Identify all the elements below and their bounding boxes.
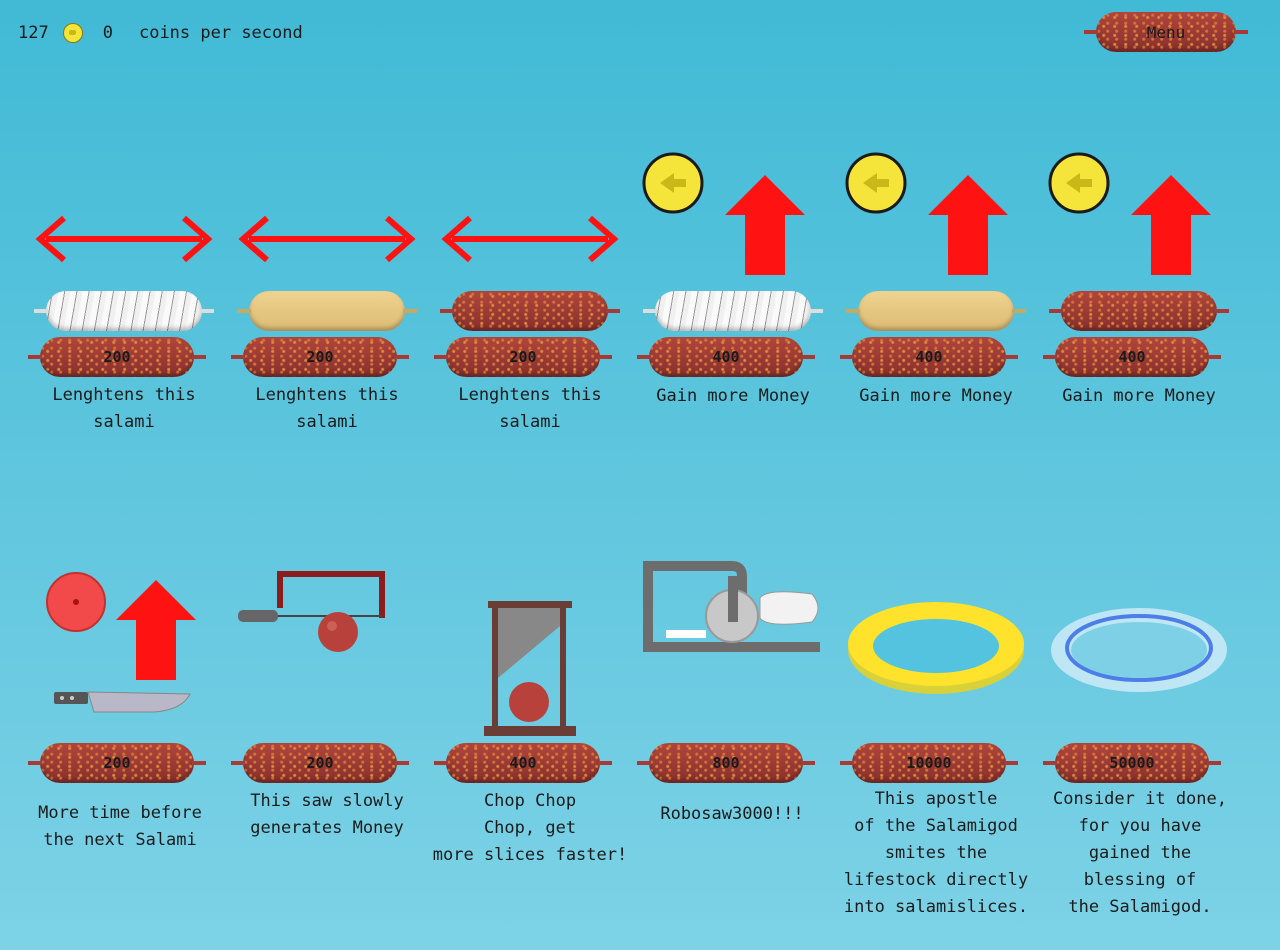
upgrade-description: Gain more Money [859, 386, 1013, 406]
coins-per-second-value: 0 [102, 23, 113, 43]
menu-button-label: Menu [1146, 22, 1186, 42]
price-label: 50000 [1109, 754, 1155, 772]
coin-up-arrow-icon [642, 152, 805, 275]
upgrade-description: Robosaw3000!!! [660, 804, 804, 824]
hacksaw-icon [238, 571, 385, 652]
salami-preview-beige [237, 291, 417, 331]
menu-button[interactable]: Menu [1084, 12, 1248, 52]
price-label: 400 [509, 754, 537, 772]
double-arrow-icon [35, 215, 213, 263]
salami-preview-red [1049, 291, 1229, 331]
coins-per-second-label: coins per second [138, 23, 303, 43]
price-label: 800 [712, 754, 740, 772]
upgrade-buy-button[interactable]: 200 [231, 337, 409, 377]
salami-preview-white [34, 291, 214, 331]
upgrade-buy-button[interactable]: 400 [637, 337, 815, 377]
upgrade-buy-button[interactable]: 200 [28, 337, 206, 377]
hud: 127 0 coins per second [18, 20, 303, 46]
upgrade-buy-button[interactable]: 800 [637, 743, 815, 783]
price-label: 400 [915, 348, 943, 366]
salami-preview-red [440, 291, 620, 331]
upgrade-buy-button[interactable]: 400 [1043, 337, 1221, 377]
coin-up-arrow-icon [1048, 152, 1211, 275]
salami-preview-white [643, 291, 823, 331]
upgrade-buy-button[interactable]: 400 [840, 337, 1018, 377]
upgrade-description: Gain more Money [656, 386, 810, 406]
upgrade-description: This apostle of the Salamigod smites the… [843, 789, 1029, 917]
upgrade-description: Gain more Money [1062, 386, 1216, 406]
yellow-ring-icon [848, 602, 1024, 694]
price-label: 200 [306, 754, 334, 772]
price-label: 200 [306, 348, 334, 366]
upgrade-description: Lenghtens this salami [458, 385, 602, 432]
price-label: 200 [103, 754, 131, 772]
price-label: 400 [712, 348, 740, 366]
upgrade-description: This saw slowly generates Money [250, 791, 404, 838]
upgrade-description: Lenghtens this salami [255, 385, 399, 432]
upgrade-buy-button[interactable]: 10000 [840, 743, 1018, 783]
upgrade-buy-button[interactable]: 200 [434, 337, 612, 377]
upgrade-description: Consider it done, for you have gained th… [1053, 789, 1227, 917]
upgrade-buy-button[interactable]: 200 [231, 743, 409, 783]
upgrade-buy-button[interactable]: 400 [434, 743, 612, 783]
upgrade-description: Lenghtens this salami [52, 385, 196, 432]
price-label: 200 [509, 348, 537, 366]
double-arrow-icon [238, 215, 416, 263]
salami-preview-beige [846, 291, 1026, 331]
knife-timer-icon [46, 572, 196, 713]
blue-ring-icon [1051, 608, 1227, 692]
upgrade-description: Chop Chop Chop, get more slices faster! [432, 791, 628, 865]
upgrade-description: More time before the next Salami [38, 803, 202, 850]
guillotine-icon [484, 601, 576, 736]
coin-icon [62, 23, 83, 43]
price-label: 200 [103, 348, 131, 366]
price-label: 400 [1118, 348, 1146, 366]
robosaw-icon [643, 561, 820, 652]
upgrade-buy-button[interactable]: 50000 [1043, 743, 1221, 783]
price-label: 10000 [906, 754, 952, 772]
double-arrow-icon [441, 215, 619, 263]
upgrade-buy-button[interactable]: 200 [28, 743, 206, 783]
coin-count: 127 [18, 23, 49, 43]
coin-up-arrow-icon [845, 152, 1008, 275]
